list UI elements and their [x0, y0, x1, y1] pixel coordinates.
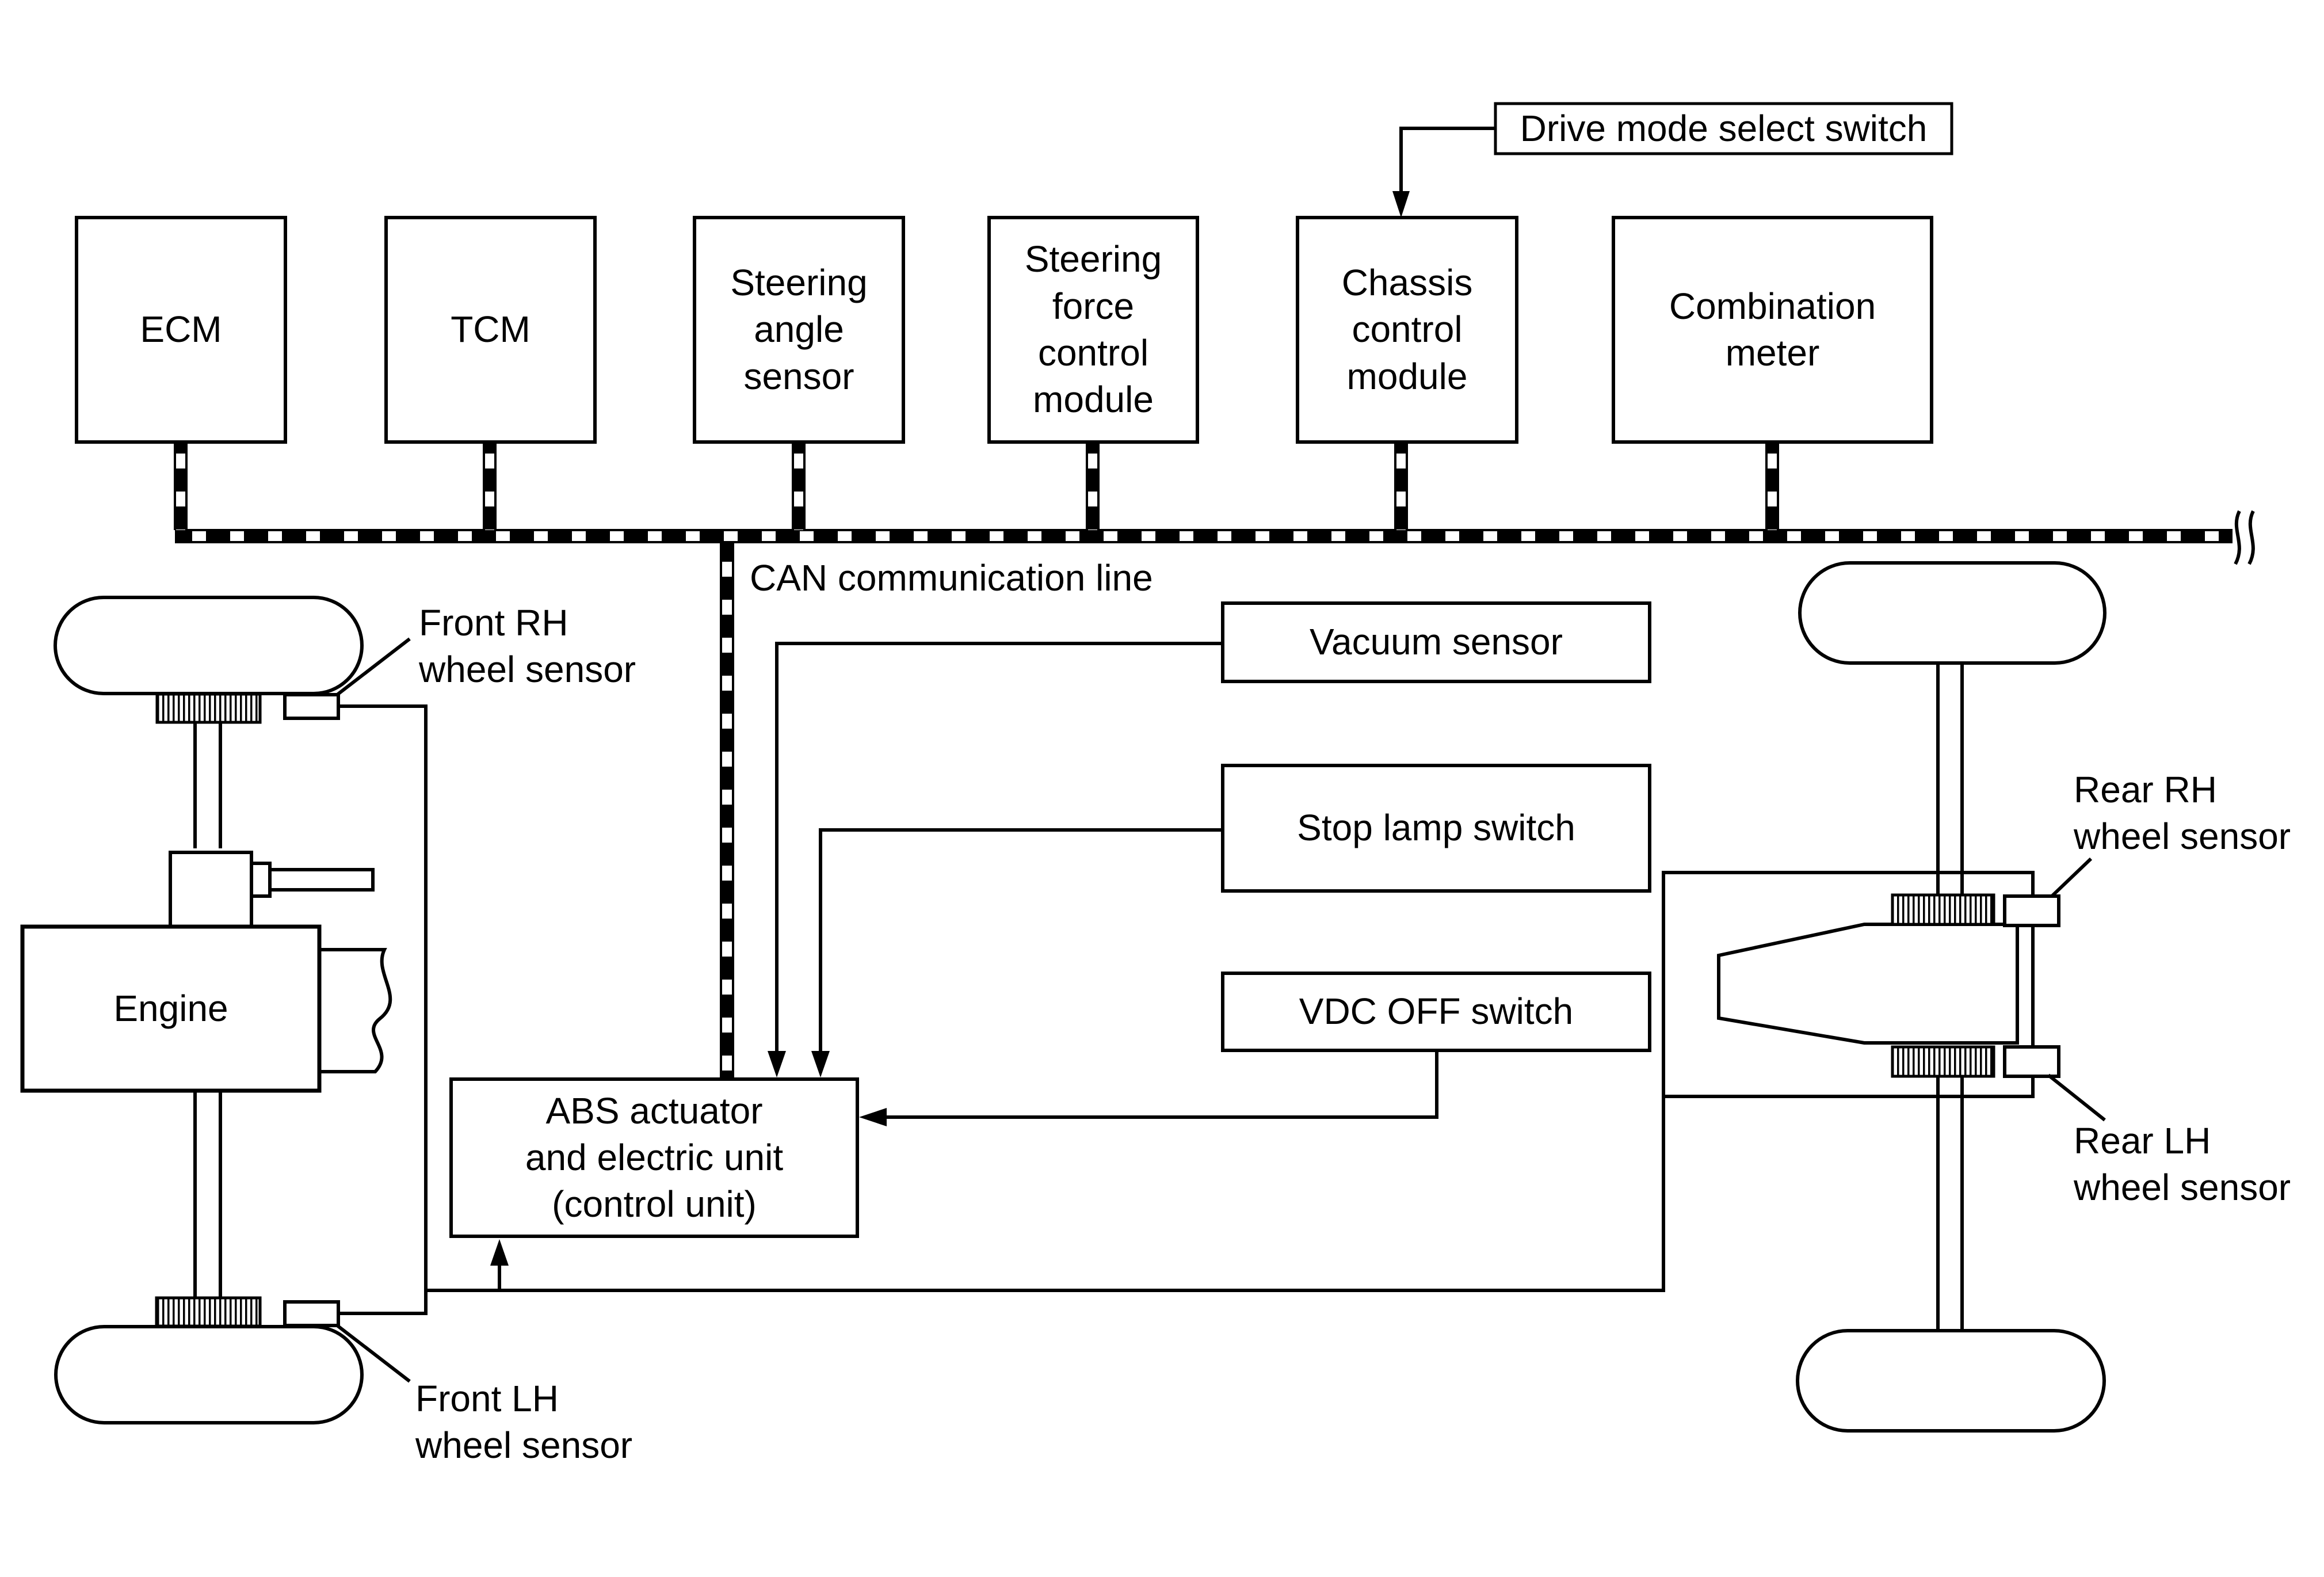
node-steering-force-control-module: Steering force control module — [1024, 238, 1162, 421]
node-steering-angle-sensor: Steering angle sensor — [730, 262, 868, 397]
steering-angle-sensor-box-outline — [693, 216, 905, 444]
label-rear-lh-wheel-sensor: Rear LH wheel sensor — [2074, 1120, 2291, 1209]
wheel-front-right-icon — [54, 596, 364, 695]
arrowhead-vdc-into-abs — [859, 1108, 887, 1126]
bottom-harness-line — [426, 1096, 1665, 1292]
can-bus-stubs — [174, 443, 1779, 530]
node-vacuum-sensor: Vacuum sensor — [1310, 621, 1563, 663]
rear-axle-lines — [1936, 663, 1964, 1331]
stop-lamp-switch-box-outline — [1221, 764, 1651, 893]
arrowhead-vacuum-into-abs — [768, 1051, 786, 1077]
ecm-box-outline — [75, 216, 287, 444]
rear-differential-icon — [1717, 923, 2019, 1045]
label-front-rh-wheel-sensor: Front RH wheel sensor — [419, 602, 636, 691]
wheel-front-left-icon — [54, 1325, 364, 1424]
engine-break-wave-icon — [318, 948, 392, 1073]
leader-rear-lh — [2047, 1073, 2106, 1122]
leader-front-lh — [336, 1324, 411, 1383]
can-bus-label: CAN communication line — [750, 557, 1153, 599]
transmission-shaft-icon — [268, 868, 375, 892]
front-axle-lines — [193, 722, 222, 1298]
node-drive-mode-select-switch: Drive mode select switch — [1520, 107, 1928, 149]
bus-break-squiggle-icon — [2234, 510, 2255, 565]
stop-lamp-switch-line — [819, 828, 1223, 1053]
can-branch-to-abs — [720, 542, 734, 1079]
can-bus-line — [175, 529, 2233, 543]
node-combination-meter: Combination meter — [1669, 285, 1876, 374]
vacuum-sensor-box-outline — [1221, 601, 1651, 683]
node-abs-actuator: ABS actuator and electric unit (control … — [525, 1090, 784, 1225]
sensor-rotor-rear-left-icon — [1891, 1045, 1995, 1078]
node-vdc-off-switch: VDC OFF switch — [1299, 991, 1574, 1033]
label-front-lh-wheel-sensor: Front LH wheel sensor — [415, 1378, 633, 1466]
rear-axle-frame — [1662, 871, 2035, 1098]
wheel-rear-left-icon — [1796, 1329, 2106, 1433]
rear-lh-wheel-sensor-icon — [2003, 1045, 2060, 1078]
rear-rh-wheel-sensor-icon — [2003, 894, 2060, 927]
vacuum-sensor-line — [775, 642, 1223, 1053]
front-lh-wheel-sensor-icon — [283, 1300, 340, 1327]
vdc-off-switch-line — [886, 1050, 1438, 1119]
leader-front-rh — [336, 637, 411, 696]
drive-mode-switch-line — [1399, 127, 1495, 193]
sensor-rotor-front-left-icon — [155, 1296, 262, 1328]
node-engine: Engine — [113, 987, 228, 1029]
arrowhead-into-chassis-module — [1392, 191, 1410, 218]
node-stop-lamp-switch: Stop lamp switch — [1297, 807, 1575, 849]
node-tcm: TCM — [451, 308, 531, 351]
sensor-rotor-rear-right-icon — [1891, 893, 1995, 926]
transmission-fitting-icon — [250, 862, 272, 898]
sensor-rotor-front-right-icon — [155, 692, 262, 724]
abs-actuator-box-outline — [449, 1077, 859, 1238]
label-rear-rh-wheel-sensor: Rear RH wheel sensor — [2074, 769, 2291, 858]
front-wheel-sensor-harness-line — [338, 704, 428, 1315]
transmission-icon — [169, 851, 253, 928]
leader-rear-rh — [2050, 857, 2093, 898]
engine-box — [20, 924, 322, 1093]
arrowhead-up-into-abs — [490, 1239, 509, 1266]
chassis-control-module-box-outline — [1296, 216, 1518, 444]
steering-force-control-module-box-outline — [987, 216, 1199, 444]
wheel-rear-right-icon — [1798, 561, 2107, 665]
drive-mode-select-switch-box-outline — [1494, 102, 1953, 155]
arrowhead-stop-lamp-into-abs — [811, 1051, 830, 1077]
vdc-off-switch-box-outline — [1221, 972, 1651, 1052]
front-rh-wheel-sensor-icon — [283, 693, 340, 720]
node-chassis-control-module: Chassis control module — [1341, 262, 1473, 397]
combination-meter-box-outline — [1612, 216, 1933, 444]
node-ecm: ECM — [140, 308, 222, 351]
tcm-box-outline — [384, 216, 597, 444]
